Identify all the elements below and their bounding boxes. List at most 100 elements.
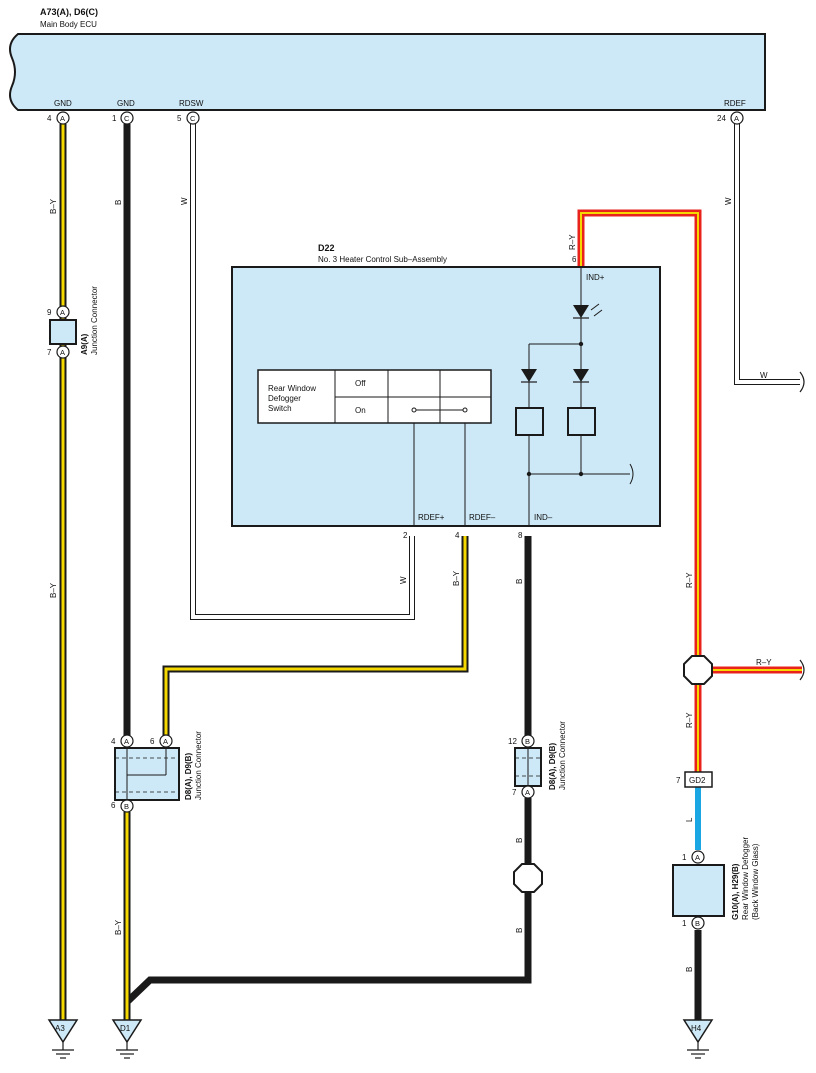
d22-pin-4: 4: [455, 531, 460, 540]
splice-r-y: [683, 655, 713, 685]
wire-label-by2: B–Y: [49, 582, 58, 598]
d22-pin-8: 8: [518, 531, 523, 540]
wire-label-w3: W: [724, 197, 733, 205]
svg-text:4: 4: [47, 114, 52, 123]
svg-text:24: 24: [717, 114, 726, 123]
defogger-name: Rear Window Defogger: [741, 837, 750, 920]
svg-text:6: 6: [150, 737, 155, 746]
diode-right-icon: [573, 369, 589, 382]
svg-text:A3: A3: [55, 1024, 65, 1033]
wire-label-by3: B–Y: [452, 570, 461, 586]
junction-connector-a9: 9 A 7 A A9(A) Junction Connector: [47, 286, 99, 359]
svg-text:B: B: [525, 737, 530, 746]
d8l-title: D8(A), D9(B): [184, 753, 193, 800]
svg-text:C: C: [190, 114, 196, 123]
svg-text:4: 4: [111, 737, 116, 746]
svg-text:C: C: [124, 114, 130, 123]
svg-text:GD2: GD2: [689, 776, 706, 785]
svg-text:1: 1: [112, 114, 117, 123]
wire-break-r-y: [799, 659, 805, 681]
ecu-name: Main Body ECU: [40, 20, 97, 29]
svg-text:6: 6: [111, 801, 116, 810]
svg-text:1: 1: [682, 919, 687, 928]
d22-name: No. 3 Heater Control Sub–Assembly: [318, 255, 447, 264]
heater-control-d22: D22 No. 3 Heater Control Sub–Assembly Re…: [231, 243, 661, 540]
wire-label-w2: W: [399, 576, 408, 584]
ecu-pin-1c: 1 C: [112, 111, 134, 125]
indicator-circuit: [515, 267, 634, 526]
svg-text:A: A: [695, 853, 700, 862]
d8l-name: Junction Connector: [194, 731, 203, 800]
d22-pin-2: 2: [403, 531, 408, 540]
d8l-pin-4a: 4 A: [111, 734, 134, 748]
svg-text:A: A: [734, 114, 739, 123]
d22-pin-label-ind-plus: IND+: [586, 273, 605, 282]
d8r-title: D8(A), D9(B): [548, 743, 557, 790]
wire-w-rdsw: [190, 124, 415, 620]
wire-b-y-rdef-minus: [162, 536, 469, 736]
svg-text:A: A: [124, 737, 129, 746]
d22-pin-label-ind-minus: IND–: [534, 513, 553, 522]
switch-label-line2: Defogger: [268, 394, 301, 403]
wire-label-b4: B: [515, 928, 524, 933]
main-body-ecu: A73(A), D6(C) Main Body ECU GND GND RDSW…: [9, 7, 766, 111]
ecu-terminal-label-rdsw: RDSW: [179, 99, 204, 108]
indicator-led-icon: [573, 305, 589, 318]
switch-pos-off: Off: [355, 379, 366, 388]
wire-label-b3: B: [515, 838, 524, 843]
ecu-pin-24a: 24 A: [717, 111, 744, 125]
svg-text:A: A: [60, 308, 65, 317]
d8r-pin-12b: 12 B: [508, 734, 535, 748]
svg-text:A: A: [60, 348, 65, 357]
wire-label-w4: W: [760, 371, 768, 380]
svg-text:A: A: [163, 737, 168, 746]
wire-label-by1: B–Y: [49, 198, 58, 214]
d22-pin-label-rdef-plus: RDEF+: [418, 513, 445, 522]
svg-text:H4: H4: [691, 1024, 702, 1033]
defogger-title: G10(A), H29(B): [731, 863, 740, 920]
splice-b: [513, 863, 543, 893]
svg-text:5: 5: [177, 114, 182, 123]
svg-text:7: 7: [512, 788, 517, 797]
ground-h4: H4: [682, 1019, 714, 1059]
ecu-pin-5c: 5 C: [177, 111, 200, 125]
wire-w-rdef: [734, 124, 800, 385]
ecu-title: A73(A), D6(C): [40, 7, 98, 17]
ecu-terminal-label-gnd-c: GND: [117, 99, 135, 108]
d22-pin-label-rdef-minus: RDEF–: [469, 513, 496, 522]
svg-text:12: 12: [508, 737, 517, 746]
d22-id: D22: [318, 243, 335, 253]
wire-label-ry3: R–Y: [756, 658, 772, 667]
wire-label-ry1: R–Y: [568, 234, 577, 250]
svg-text:A: A: [60, 114, 65, 123]
wire-label-b5: B: [685, 967, 694, 972]
switch-pos-on: On: [355, 406, 366, 415]
wire-label-l1: L: [685, 817, 694, 822]
wire-r-y-ind-plus: [577, 209, 702, 656]
ground-d1: D1: [111, 1019, 143, 1059]
defogger-switch: Rear Window Defogger Switch Off On: [257, 369, 492, 424]
relay-coil-right: [567, 407, 596, 436]
a9-pin-7a: 7 A: [47, 345, 70, 359]
junction-connector-d8-left: 4 A 6 A 6 B D8(A), D9(B) Junction Connec…: [111, 731, 203, 813]
d8l-pin-6b: 6 B: [111, 799, 134, 813]
svg-text:9: 9: [47, 308, 52, 317]
wire-label-b1: B: [114, 200, 123, 205]
svg-text:A: A: [525, 788, 530, 797]
diode-left-icon: [521, 369, 537, 382]
d8r-pin-7a: 7 A: [512, 785, 535, 799]
a9-pin-9a: 9 A: [47, 305, 70, 319]
d22-pin-6: 6: [572, 255, 577, 264]
a9-name: Junction Connector: [90, 286, 99, 355]
switch-label-line3: Switch: [268, 404, 292, 413]
wire-label-by4: B–Y: [114, 919, 123, 935]
ecu-terminal-label-gnd-a: GND: [54, 99, 72, 108]
rear-window-defogger: 1 A 1 B G10(A), H29(B) Rear Window Defog…: [672, 837, 760, 930]
wire-label-w1: W: [180, 197, 189, 205]
svg-text:1: 1: [682, 853, 687, 862]
a9-title: A9(A): [80, 333, 89, 355]
wire-color-labels: B–Y B–Y B W W B–Y B B–Y B B R–Y W W R–Y …: [49, 197, 772, 972]
d8r-name: Junction Connector: [558, 721, 567, 790]
ecu-pin-4a: 4 A: [47, 111, 70, 125]
